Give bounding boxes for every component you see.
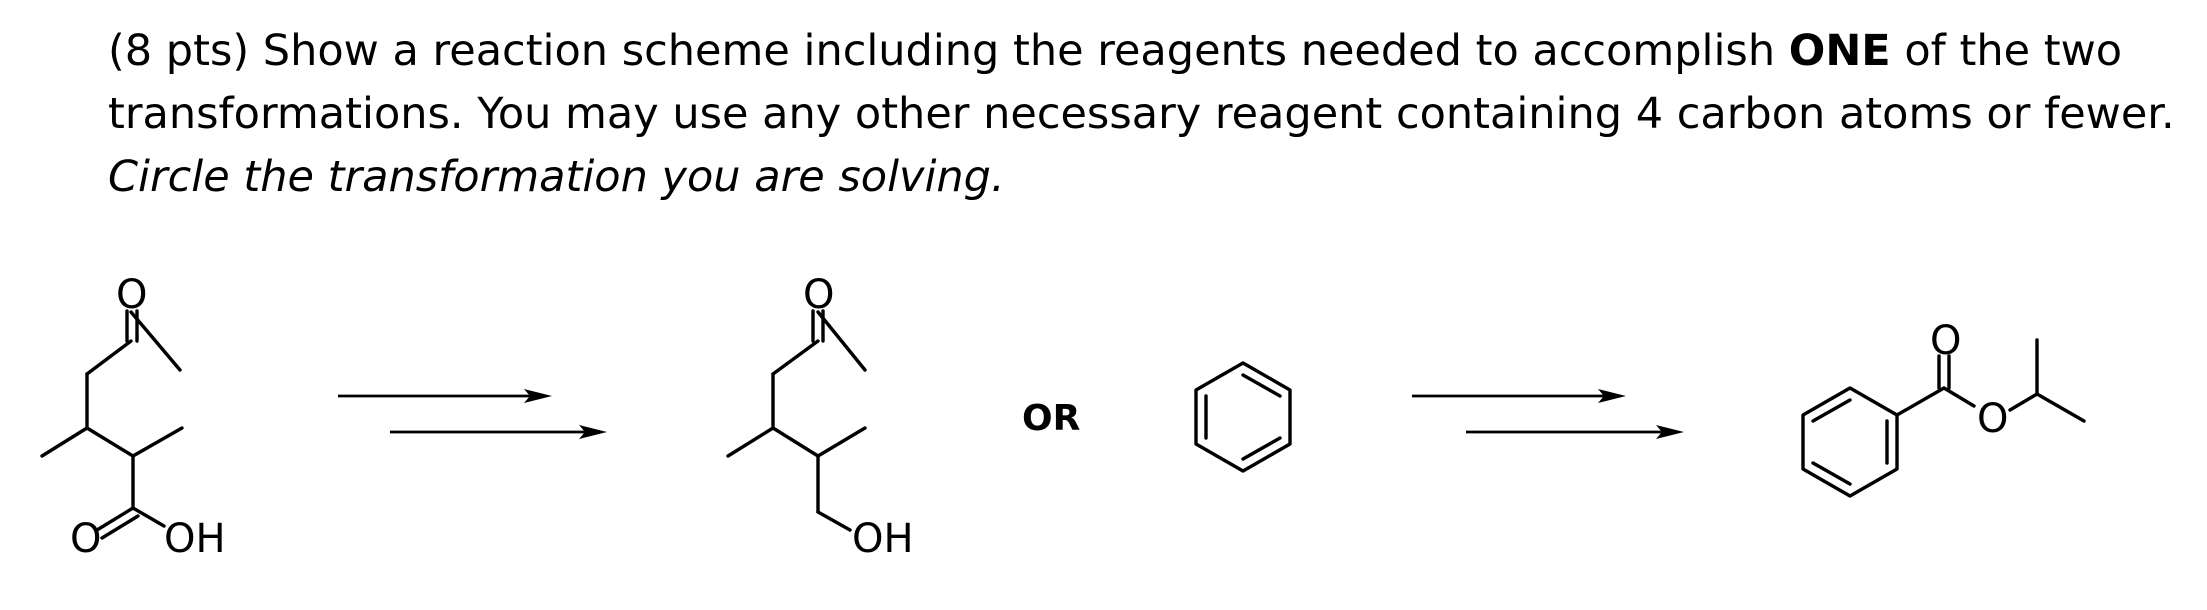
question-line-1-prefix: (8 pts) Show a reaction scheme including… [108,26,1789,76]
question-line-1: (8 pts) Show a reaction scheme including… [108,20,2188,83]
bond [131,426,184,458]
bond [816,510,852,532]
bond [40,426,89,458]
acid-carbonyl-oxygen-label: O [70,516,101,562]
bond [816,310,867,372]
question-line-2: transformations. You may use any other n… [108,89,2175,139]
bond [771,339,820,376]
acid-hydroxyl-label: OH [164,516,226,562]
ester-oxygen-label: O [1977,396,2008,442]
bond [131,506,166,528]
question-text: (8 pts) Show a reaction scheme including… [108,20,2188,209]
benzene-ring [1801,386,1899,498]
benzene-ring [1194,361,1292,473]
starting-material-benzene [1194,361,1292,473]
bond [1811,461,1852,486]
bond [726,426,775,458]
product-keto-alcohol: O OH [726,272,914,562]
or-separator: OR [1022,398,1080,439]
reaction-arrows-1 [338,389,607,439]
hydroxyl-label: OH [852,516,914,562]
bond [129,310,182,372]
question-instruction: Circle the transformation you are solvin… [108,152,1005,202]
bond [2035,392,2086,423]
arrowhead [1598,389,1626,403]
bond [1811,398,1852,423]
emphasis-one: ONE [1788,26,1891,76]
bond [1942,386,1976,408]
bond [771,426,820,458]
bond [1895,386,1946,417]
arrowhead [579,425,607,439]
reaction-arrows-2 [1412,389,1684,439]
bond [95,506,135,532]
bond [1241,373,1282,398]
question-line-1-suffix: of the two [1890,26,2123,76]
bond [85,339,133,376]
bond [85,426,135,458]
bond [2008,392,2039,412]
bond [1241,436,1282,461]
arrowhead [524,389,552,403]
ester-carbonyl-oxygen-label: O [1930,318,1961,364]
carbonyl-oxygen-label: O [116,272,147,318]
carbonyl-oxygen-label: O [803,272,834,318]
bond [816,426,867,458]
bond [100,514,140,540]
starting-material-keto-acid: O O OH [40,272,226,562]
arrowhead [1656,425,1684,439]
product-isopropyl-benzoate: O O [1801,318,2086,498]
